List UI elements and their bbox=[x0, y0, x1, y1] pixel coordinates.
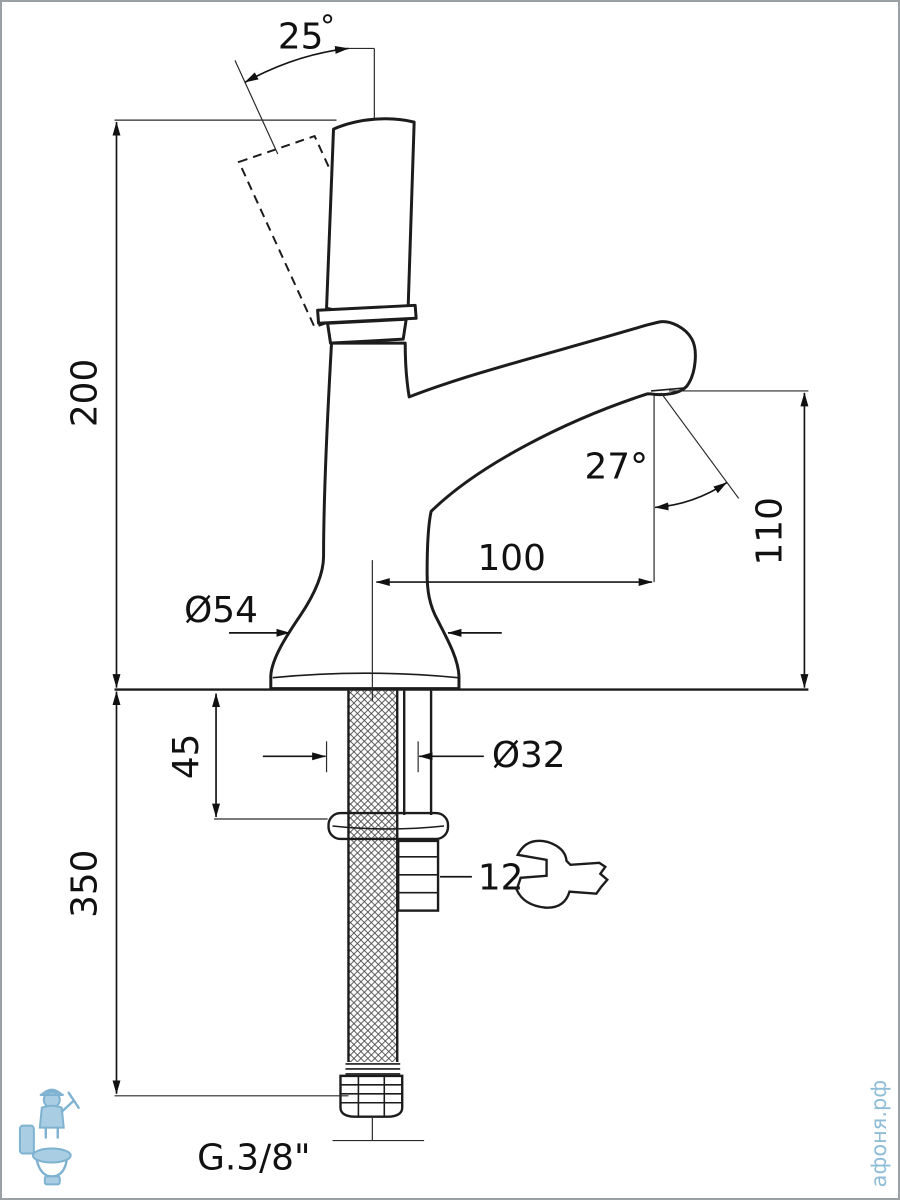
plumber-logo bbox=[18, 1088, 80, 1186]
fastening-nut bbox=[397, 839, 440, 912]
dimension-labels: 25 ° 200 350 45 110 100 27° Ø54 Ø32 12 G… bbox=[65, 10, 791, 1179]
label-spout-outlet-height: 110 bbox=[750, 497, 791, 565]
label-shank-length: 45 bbox=[166, 734, 207, 780]
label-base-diameter: Ø54 bbox=[184, 590, 258, 631]
label-handle-angle: 25 bbox=[278, 16, 324, 57]
spout-aerator-line bbox=[651, 387, 686, 392]
dimension-lines bbox=[112, 46, 809, 1095]
label-thread-spec: G.3/8" bbox=[197, 1137, 310, 1178]
label-overall-height: 200 bbox=[65, 359, 106, 427]
supply-hose bbox=[345, 690, 401, 1075]
base-contour-line bbox=[272, 672, 459, 679]
faucet-body-outline bbox=[269, 320, 697, 691]
hose-end-nut bbox=[339, 1074, 404, 1118]
label-hose-length: 350 bbox=[65, 850, 106, 918]
label-mount-hole-diameter: Ø32 bbox=[492, 735, 566, 776]
handle bbox=[316, 117, 418, 345]
plumber-figure-icon bbox=[38, 1088, 80, 1139]
label-spout-reach: 100 bbox=[478, 538, 546, 579]
faucet-body-group bbox=[114, 117, 809, 1118]
extension-lines bbox=[114, 47, 809, 1142]
dim-arc-27 bbox=[654, 481, 728, 511]
label-spout-angle: 27° bbox=[585, 447, 649, 488]
label-handle-angle-degree: ° bbox=[320, 10, 335, 45]
label-nut-size: 12 bbox=[478, 858, 524, 899]
toilet-icon bbox=[18, 1124, 72, 1186]
open-end-wrench-icon bbox=[515, 839, 609, 909]
mounting-flange bbox=[327, 811, 450, 841]
watermark-text: афоня.рф bbox=[867, 1080, 891, 1187]
dim-arc-25 bbox=[244, 46, 349, 84]
